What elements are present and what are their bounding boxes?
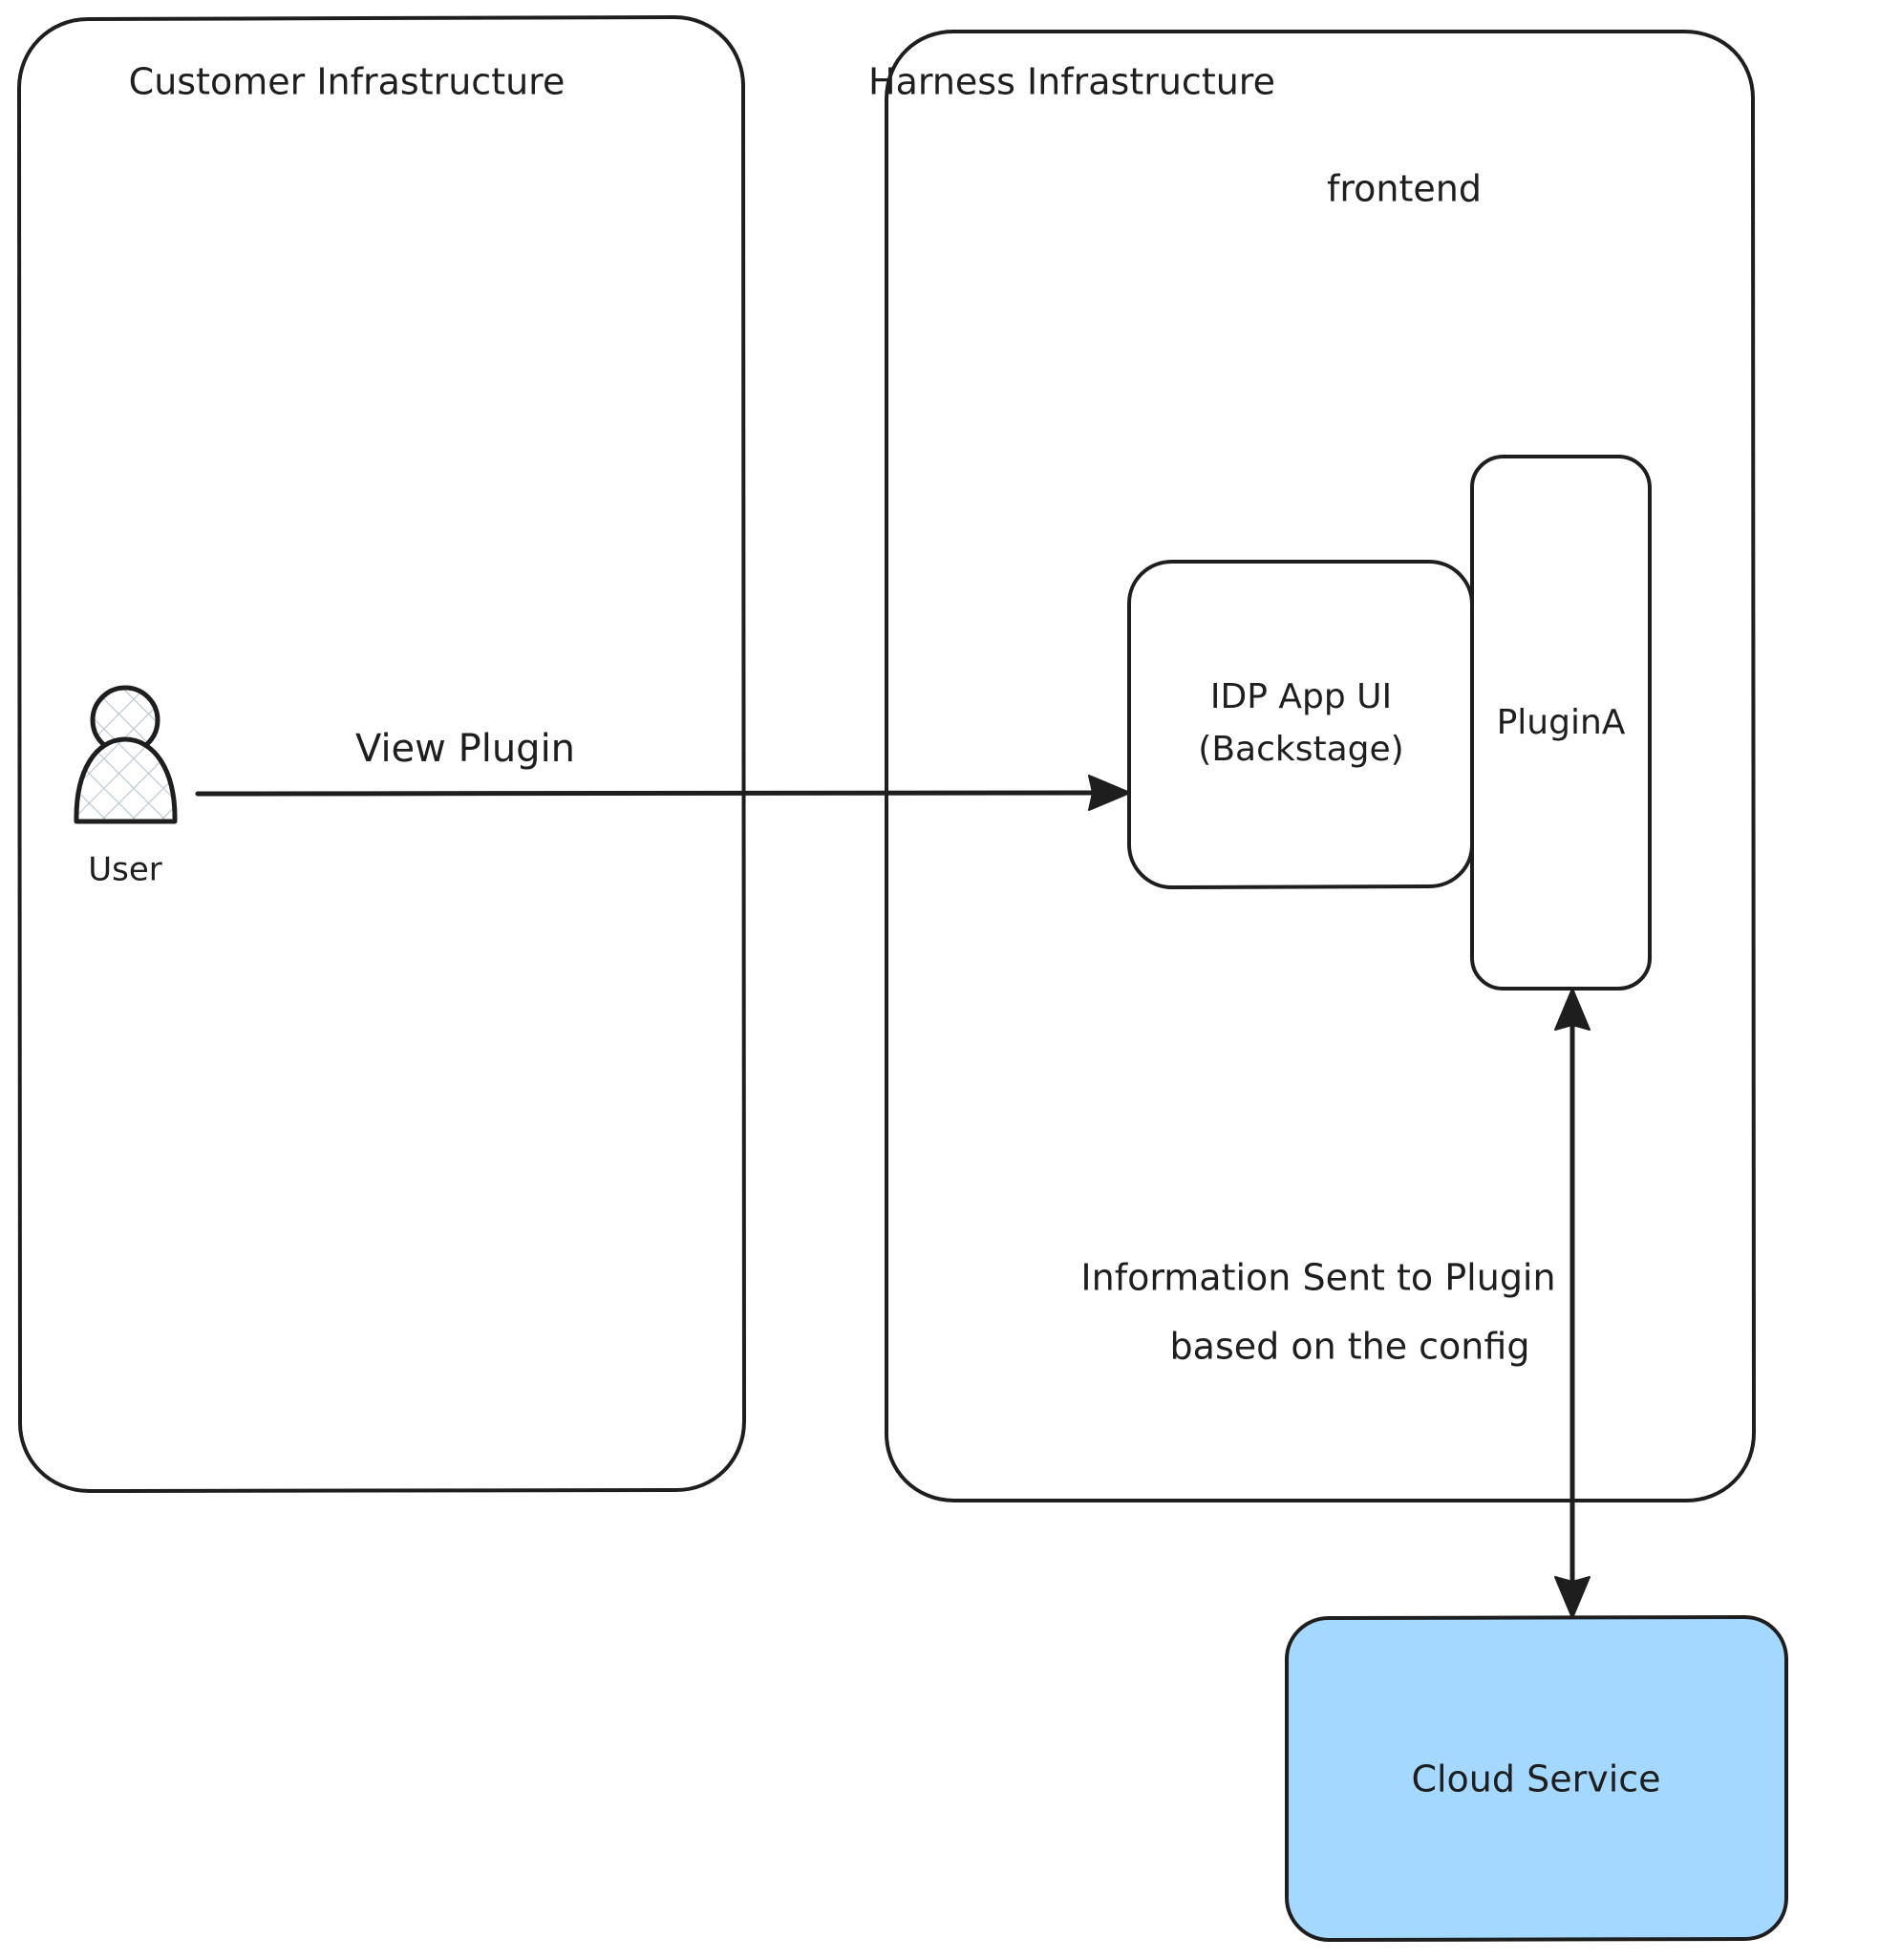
view-plugin-edge-label: View Plugin [355, 727, 575, 771]
plugin-cloud-arrowhead-up-icon [1554, 988, 1591, 1031]
cloud-service-label: Cloud Service [1411, 1758, 1660, 1800]
edge-view-plugin[interactable]: View Plugin [195, 727, 1131, 811]
view-plugin-connector-line [195, 790, 1106, 797]
customer-infrastructure-label: Customer Infrastructure [129, 61, 566, 103]
container-harness-infrastructure[interactable]: Harness Infrastructure frontend [868, 29, 1756, 1503]
idp-app-ui-label-line2: (Backstage) [1198, 730, 1403, 769]
node-idp-app-ui[interactable]: IDP App UI (Backstage) [1127, 560, 1474, 889]
idp-app-ui-outline [1127, 560, 1474, 889]
edge-plugin-cloud-service[interactable]: Information Sent to Plugin based on the … [1080, 988, 1591, 1619]
node-cloud-service[interactable]: Cloud Service [1285, 1615, 1788, 1942]
container-customer-infrastructure[interactable]: Customer Infrastructure [17, 15, 746, 1493]
plugin-a-label: PluginA [1497, 703, 1626, 742]
frontend-group-label: frontend [1327, 168, 1482, 210]
user-torso-icon [74, 736, 178, 824]
plugin-cloud-arrowhead-down-icon [1554, 1576, 1591, 1619]
idp-app-ui-label-line1: IDP App UI [1210, 677, 1392, 716]
plugin-cloud-edge-label-line2: based on the config [1170, 1326, 1530, 1368]
node-user[interactable]: User [74, 685, 178, 889]
plugin-cloud-edge-label-line1: Information Sent to Plugin [1080, 1257, 1555, 1299]
view-plugin-arrowhead-icon [1088, 775, 1131, 811]
plugin-a-outline [1470, 455, 1652, 991]
node-plugin-a[interactable]: PluginA [1470, 455, 1652, 991]
harness-infrastructure-outline [884, 29, 1756, 1503]
harness-infrastructure-label: Harness Infrastructure [868, 61, 1275, 103]
customer-infrastructure-outline [17, 15, 746, 1493]
cloud-service-outline [1285, 1615, 1788, 1942]
user-label: User [88, 851, 162, 889]
